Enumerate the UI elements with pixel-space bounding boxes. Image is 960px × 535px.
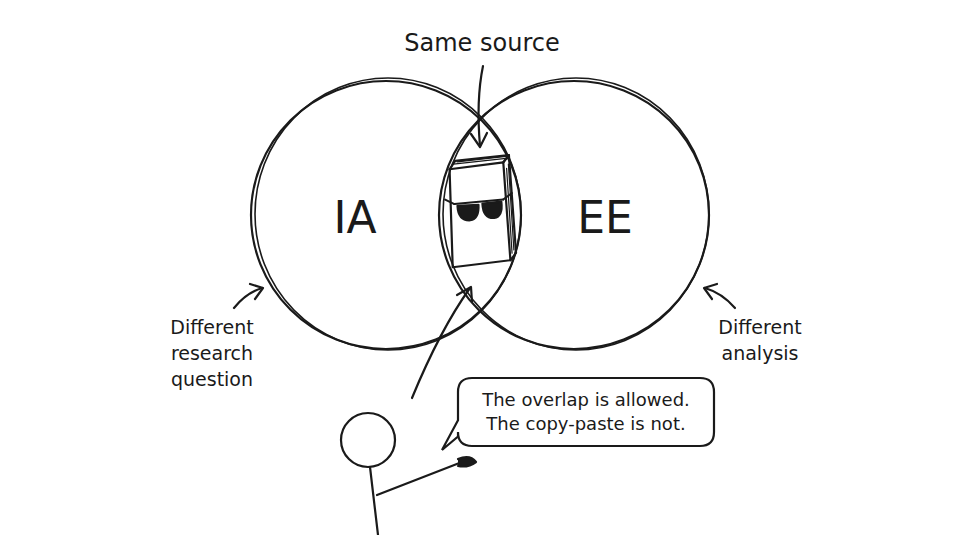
annotation-label: Different analysis [705,314,815,366]
leader-arrow [479,66,483,146]
annotation-label: Different research question [152,314,272,392]
circle-label: IA [333,196,376,240]
leader-arrow [234,288,262,308]
book-icon [443,155,517,267]
bubble-outline [442,378,714,450]
arrow-head [704,284,717,299]
arrow-head [250,284,263,299]
leader-arrow [705,288,735,308]
arrow-head [471,133,487,147]
venn-circle: EE [436,76,712,354]
circle-label: EE [577,196,633,240]
bubble-text: The overlap is allowed. The copy-paste i… [466,388,706,436]
annotation-text: Different analysis [705,314,815,366]
annotation-text: Different research question [152,314,272,392]
circle-outline [443,78,709,350]
annotation-text: Same source [382,30,582,56]
annotation-label: Same source [382,30,582,56]
speech-bubble: The overlap is allowed. The copy-paste i… [458,378,714,446]
